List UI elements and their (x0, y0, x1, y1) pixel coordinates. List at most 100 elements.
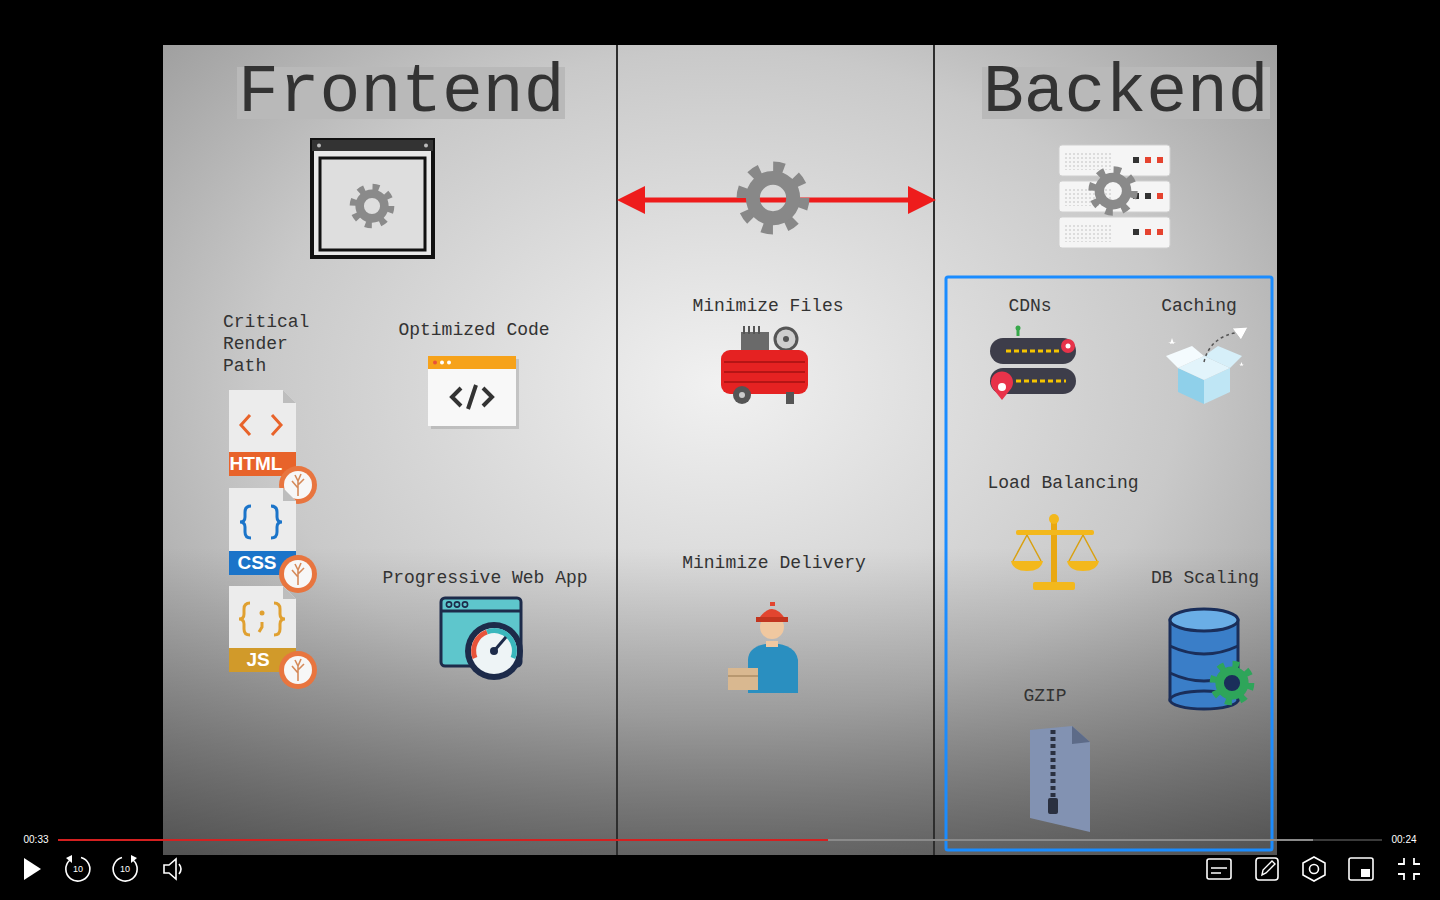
label-slot: Minimize Files (692, 295, 843, 317)
column-divider (616, 45, 618, 855)
compressor-icon (724, 362, 805, 382)
code-window-icon (428, 356, 519, 429)
scale-icon (1011, 561, 1043, 571)
pwa-icon (446, 602, 451, 607)
code-window-icon (452, 388, 461, 406)
server-icon (1092, 170, 1134, 212)
html-file-icon (279, 466, 317, 504)
scale-icon (1067, 561, 1099, 571)
css-file-icon (229, 488, 317, 593)
scale-icon (1013, 535, 1097, 561)
cdn-icon (1061, 339, 1075, 353)
label-slot: HTML (230, 453, 283, 475)
label-slot: DB Scaling (1151, 567, 1259, 589)
js-file-icon (274, 603, 285, 635)
label-slot: Optimized Code (398, 319, 549, 341)
player-controls (1398, 858, 1420, 880)
player-controls (1349, 858, 1373, 880)
cdn-icon (1016, 326, 1021, 331)
server-icon (1145, 193, 1151, 199)
css-file-icon (240, 506, 251, 538)
player-controls (1211, 868, 1227, 873)
cdn-icon (1016, 380, 1066, 383)
css-file-icon (271, 506, 282, 538)
html-file-icon (283, 390, 296, 403)
feature-label: Minimize Delivery (682, 552, 866, 574)
server-icon (1157, 229, 1163, 235)
database-icon (1170, 609, 1238, 631)
code-window-icon (428, 356, 516, 369)
middle-gear (742, 167, 804, 229)
feature-label: CDNs (1008, 295, 1051, 317)
player-controls (24, 858, 41, 880)
player-controls (131, 855, 137, 863)
middle-gear (742, 167, 804, 229)
frontend-window-icon (424, 144, 428, 148)
js-file-icon (279, 651, 317, 689)
player-controls (179, 864, 181, 874)
server-icon (1133, 229, 1139, 235)
server-icon (1145, 229, 1151, 235)
label-slot: 00:24 (1391, 834, 1416, 846)
cdn-icon (991, 371, 1013, 400)
code-window-icon (440, 361, 444, 365)
html-file-icon (241, 415, 250, 435)
cache-box-icon (1204, 332, 1240, 362)
zip-file-icon (1030, 726, 1090, 832)
compressor-icon (721, 350, 808, 394)
html-file-icon (229, 390, 317, 504)
label-slot: Critical Render Path (223, 311, 333, 377)
cdn-icon (998, 383, 1006, 391)
pwa-icon (454, 602, 459, 607)
scale-icon (1033, 582, 1075, 590)
code-window-icon (433, 361, 437, 365)
compressor-icon (783, 336, 789, 342)
compressor-icon (733, 386, 751, 404)
player-controls (1256, 858, 1278, 880)
server-icon (1133, 157, 1139, 163)
delivery-man-icon (756, 617, 788, 622)
js-file-icon (259, 622, 262, 632)
label-slot: 00:33 (23, 834, 48, 846)
frontend-window-icon (312, 140, 433, 151)
delivery-man-icon (766, 641, 778, 647)
player-controls (1303, 857, 1325, 881)
compressor-icon (775, 328, 797, 350)
column-divider (933, 45, 935, 855)
pwa-icon (471, 628, 517, 674)
server-icon (1059, 217, 1170, 248)
player-controls (1207, 859, 1231, 879)
player-controls (24, 840, 1420, 881)
player-controls (828, 839, 1313, 841)
compressor-icon (721, 326, 808, 404)
player-controls (164, 859, 176, 879)
compressor-icon (786, 392, 794, 404)
label-slot: CDNs (1008, 295, 1051, 317)
compressor-icon (741, 332, 769, 350)
feature-label: Progressive Web App (382, 567, 587, 589)
grey-panel (163, 45, 1277, 855)
js-file-icon (239, 603, 250, 635)
cdn-icon (1066, 344, 1071, 349)
server-icon (1157, 157, 1163, 163)
feature-label: Load Balancing (987, 472, 1138, 494)
feature-label: Minimize Files (692, 295, 843, 317)
delivery-man-icon (728, 602, 798, 693)
frontend-window-icon (353, 187, 391, 225)
scale-icon (1049, 514, 1059, 524)
file-type-label: HTML (230, 453, 283, 475)
server-icon (1064, 223, 1112, 242)
pwa-icon (465, 622, 523, 680)
player-controls (58, 839, 1382, 841)
player-controls (66, 855, 72, 863)
code-window-icon (468, 385, 476, 409)
file-type-label: CSS (237, 552, 276, 574)
server-icon (1064, 151, 1112, 170)
skip-seconds: 10 (73, 864, 83, 875)
frontend-window-icon (312, 140, 433, 257)
server-icon (1157, 193, 1163, 199)
column-heading: Frontend (237, 67, 565, 119)
